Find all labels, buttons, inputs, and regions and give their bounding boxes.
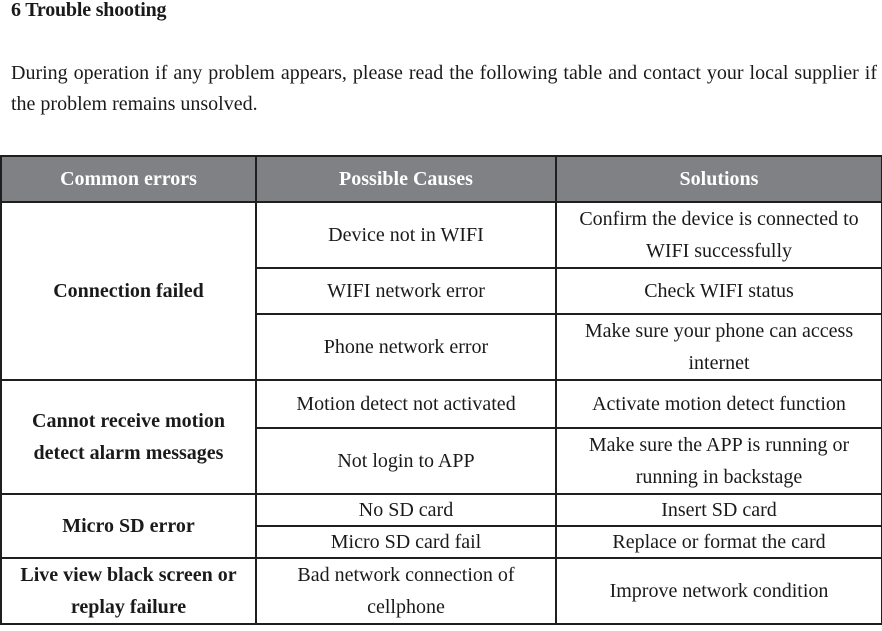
table-row: Micro SD card fail Replace or format the… <box>1 525 882 559</box>
table-row: Live view black screen or replay failure… <box>0 557 882 625</box>
cause-cell: Motion detect not activated <box>255 379 557 429</box>
error-motion-alarm: Cannot receive motion detect alarm messa… <box>0 379 257 495</box>
cause-cell: Micro SD card fail <box>255 525 557 559</box>
error-live-view: Live view black screen or replay failure <box>0 557 257 625</box>
error-micro-sd: Micro SD error <box>0 493 257 559</box>
solution-cell: Confirm the device is connected to WIFI … <box>555 201 882 269</box>
table-header-row: Common errors Possible Causes Solutions <box>0 155 882 203</box>
solution-cell: Make sure the APP is running or running … <box>555 427 882 495</box>
table-row: Phone network error Make sure your phone… <box>1 313 882 381</box>
intro-paragraph: During operation if any problem appears,… <box>11 62 877 115</box>
section-heading: 6 Trouble shooting <box>11 0 167 21</box>
solution-cell: Improve network condition <box>555 557 882 625</box>
cause-cell: No SD card <box>255 493 557 527</box>
solution-cell: Make sure your phone can access internet <box>555 313 882 381</box>
cause-cell: Not login to APP <box>255 427 557 495</box>
table-row: Not login to APP Make sure the APP is ru… <box>1 427 882 495</box>
cause-cell: Bad network connection of cellphone <box>255 557 557 625</box>
cause-cell: Phone network error <box>255 313 557 381</box>
solution-cell: Activate motion detect function <box>555 379 882 429</box>
header-possible-causes: Possible Causes <box>255 155 557 203</box>
table-row: WIFI network error Check WIFI status <box>1 267 882 315</box>
cause-cell: Device not in WIFI <box>255 201 557 269</box>
table-row: Connection failed Device not in WIFI Con… <box>0 201 882 381</box>
error-connection-failed: Connection failed <box>0 201 257 381</box>
header-solutions: Solutions <box>555 155 882 203</box>
solution-cell: Insert SD card <box>555 493 882 527</box>
table-row: Cannot receive motion detect alarm messa… <box>0 379 882 495</box>
cause-cell: WIFI network error <box>255 267 557 315</box>
table-row: Micro SD error No SD card Insert SD card <box>0 493 882 559</box>
header-common-errors: Common errors <box>0 155 257 203</box>
solution-cell: Check WIFI status <box>555 267 882 315</box>
solution-cell: Replace or format the card <box>555 525 882 559</box>
troubleshooting-table: Common errors Possible Causes Solutions … <box>0 155 882 625</box>
